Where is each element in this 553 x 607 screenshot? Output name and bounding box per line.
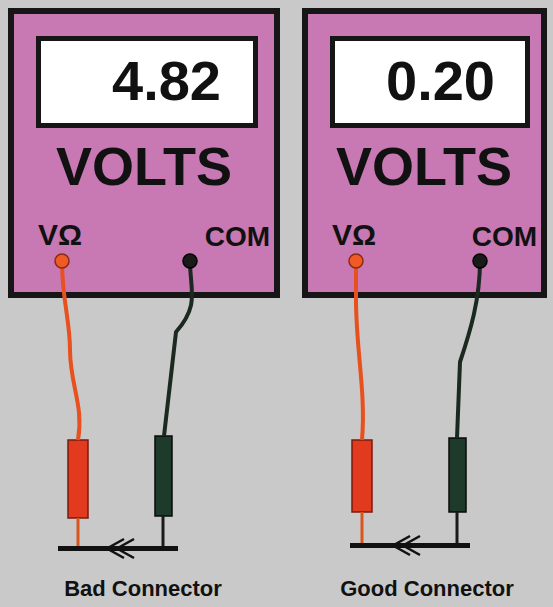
jack-label: VΩ <box>332 220 376 250</box>
good-connector <box>350 536 470 555</box>
red-probe <box>68 440 88 548</box>
meter-display: 4.82 <box>36 36 258 128</box>
bad-connector <box>58 539 178 558</box>
unit-label: VOLTS <box>56 139 232 193</box>
connector-caption: Good Connector <box>340 578 514 600</box>
red-probe <box>352 440 372 545</box>
jack-label: VΩ <box>38 220 82 250</box>
black-probe <box>449 438 466 545</box>
jack-label: COM <box>472 223 537 251</box>
multimeter-body: VOLTS VΩ COM 4.82 <box>8 8 280 298</box>
black-probe <box>155 436 172 548</box>
multimeter-body: VOLTS VΩ COM 0.20 <box>302 8 547 298</box>
meter-display: 0.20 <box>330 36 530 128</box>
voltage-reading: 0.20 <box>386 53 495 109</box>
connector-caption: Bad Connector <box>64 578 222 600</box>
jack-label: COM <box>205 223 270 251</box>
voltage-reading: 4.82 <box>112 53 221 109</box>
unit-label: VOLTS <box>336 139 512 193</box>
